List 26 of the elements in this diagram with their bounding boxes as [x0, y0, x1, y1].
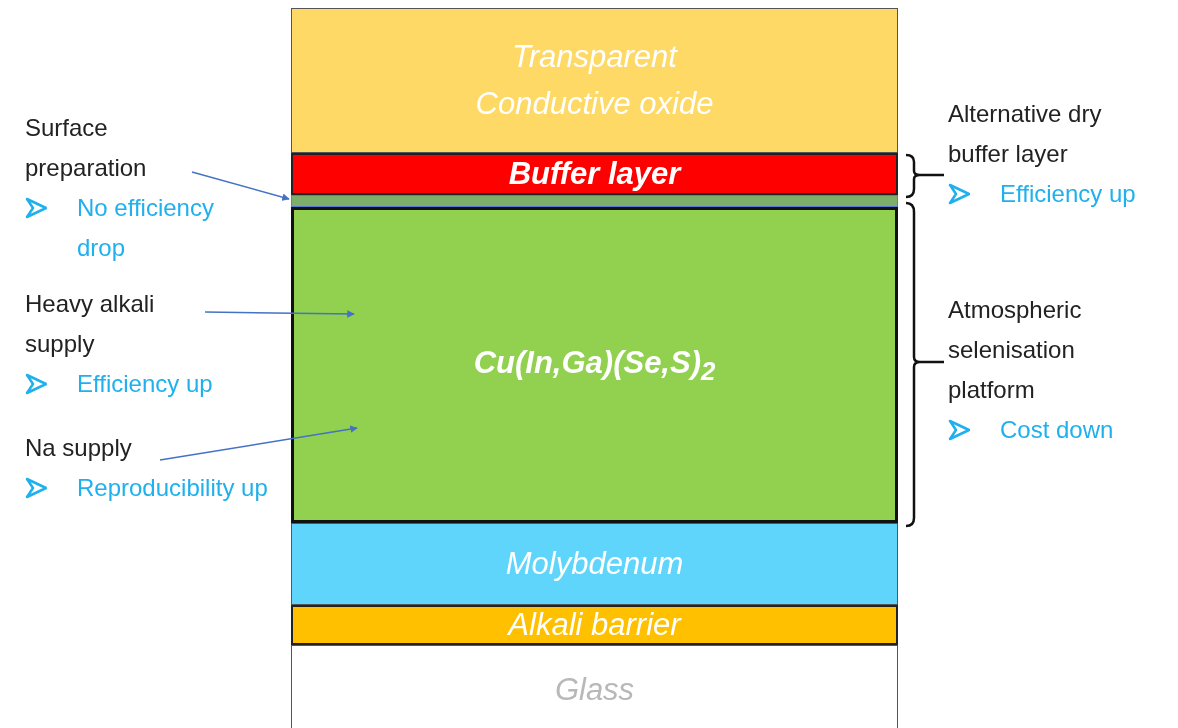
benefit-text: Efficiency up: [1000, 179, 1136, 209]
benefit-text: Reproducibility up: [77, 473, 269, 503]
layer-block: [291, 207, 898, 523]
layer-block: [291, 645, 898, 728]
leader-arrow: [204, 310, 355, 318]
layer-label: Transparent Conductive oxide: [474, 38, 715, 123]
leader-arrow: [159, 425, 358, 461]
layer-block: [291, 153, 898, 195]
benefit-text: Efficiency up: [77, 369, 214, 399]
annotation-text: Atmospheric selenisation platform: [948, 295, 1083, 405]
layer-block: [291, 8, 898, 153]
layer-label: Molybdenum: [505, 544, 684, 583]
benefit-text: Cost down: [1000, 415, 1114, 445]
layer-label: Buffer layer: [508, 154, 681, 193]
annotation-text: Alternative dry buffer layer: [948, 99, 1103, 169]
leader-arrow: [191, 171, 290, 201]
layer-label: Cu(In,Ga)(Se,S)$_{2}$: [473, 343, 716, 387]
annotation-text: Na supply: [25, 433, 133, 463]
benefit-text: No efficiency drop: [77, 193, 215, 263]
layer-label: Glass: [554, 670, 635, 709]
annotation-text: Surface preparation: [25, 113, 148, 183]
layer-label: Alkali barrier: [508, 605, 681, 644]
layer-block: [291, 605, 898, 645]
layer-block: [291, 523, 898, 605]
annotation-text: Heavy alkali supply: [25, 289, 156, 359]
interface-layer: [291, 195, 898, 207]
